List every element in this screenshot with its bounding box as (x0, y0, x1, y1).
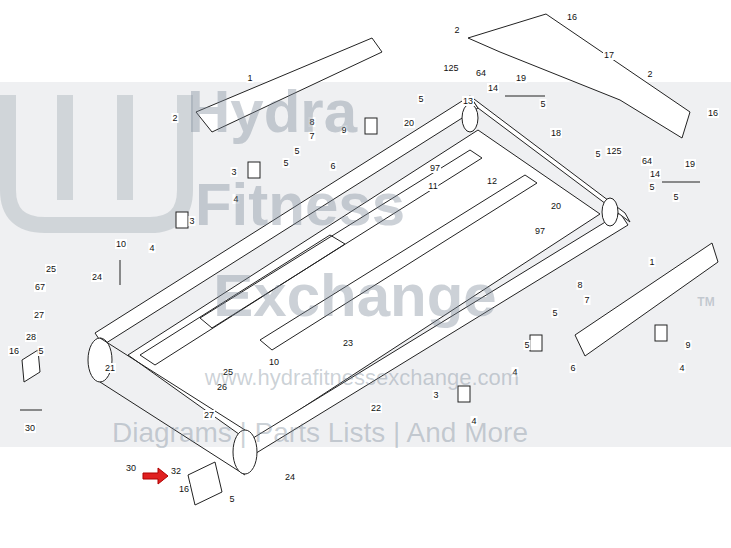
callout-number: 4 (678, 363, 685, 373)
callout-number: 5 (539, 99, 546, 109)
watermark-logo (8, 95, 185, 225)
callout-number: 5 (551, 308, 558, 318)
callout-number: 12 (486, 176, 498, 186)
callout-number: 67 (34, 282, 46, 292)
callout-number: 23 (342, 338, 354, 348)
callout-number: 18 (550, 128, 562, 138)
watermark-text: TM (697, 296, 714, 308)
callout-number: 16 (178, 484, 190, 494)
callout-number: 1 (648, 257, 655, 267)
callout-number: 9 (684, 340, 691, 350)
callout-number: 5 (37, 346, 44, 356)
callout-number: 17 (603, 50, 615, 60)
watermark-logo (65, 95, 125, 200)
callout-number: 19 (684, 159, 696, 169)
callout-number: 16 (8, 346, 20, 356)
callout-number: 4 (148, 243, 155, 253)
callout-number: 24 (284, 472, 296, 482)
callout-number: 11 (427, 181, 438, 191)
callout-number: 28 (25, 332, 37, 342)
watermark-text: Exchange (213, 266, 496, 326)
frame-drawing (20, 14, 718, 505)
callout-number: 14 (649, 169, 661, 179)
callout-number: 5 (228, 494, 235, 504)
callout-number: 2 (646, 69, 653, 79)
callout-number: 20 (550, 201, 562, 211)
callout-number: 5 (648, 182, 655, 192)
callout-number: 20 (403, 118, 415, 128)
watermark-band (0, 82, 731, 447)
callout-number: 2 (453, 25, 460, 35)
callout-number: 3 (432, 390, 439, 400)
callout-number: 32 (170, 466, 182, 476)
callout-number: 5 (293, 146, 300, 156)
callout-number: 10 (115, 239, 127, 249)
callout-number: 6 (569, 363, 576, 373)
watermark-text: Hydra (187, 82, 357, 142)
callout-number: 30 (24, 423, 36, 433)
callout-number: 19 (515, 73, 527, 83)
callout-number: 24 (91, 272, 103, 282)
callout-number: 10 (268, 357, 280, 367)
callout-number: 22 (370, 403, 382, 413)
callout-number: 5 (417, 94, 424, 104)
callout-number: 30 (125, 463, 137, 473)
callout-number: 125 (605, 146, 622, 156)
callout-number: 7 (583, 295, 590, 305)
watermark-text: www.hydrafitnessexchange.com (205, 367, 519, 389)
callout-number: 64 (641, 156, 653, 166)
callout-number: 5 (282, 158, 289, 168)
callout-number: 5 (672, 192, 679, 202)
callout-number: 16 (707, 108, 719, 118)
callout-number: 3 (188, 216, 195, 226)
callout-number: 27 (33, 310, 45, 320)
callout-number: 97 (534, 226, 546, 236)
pointer-arrow (143, 468, 168, 484)
callout-number: 5 (523, 340, 530, 350)
callout-number: 21 (104, 363, 116, 373)
callout-number: 13 (462, 96, 474, 106)
callout-number: 64 (475, 68, 487, 78)
callout-number: 6 (329, 161, 336, 171)
callout-number: 8 (576, 280, 583, 290)
watermark-text: Diagrams | Parts Lists | And More (112, 419, 528, 447)
callout-number: 2 (171, 113, 178, 123)
callout-number: 97 (429, 163, 441, 173)
watermark-text: Fitness (195, 175, 405, 235)
callout-number: 25 (45, 264, 57, 274)
callout-number: 14 (487, 83, 499, 93)
callout-number: 5 (594, 149, 601, 159)
callout-number: 16 (566, 12, 578, 22)
callout-number: 125 (442, 63, 459, 73)
